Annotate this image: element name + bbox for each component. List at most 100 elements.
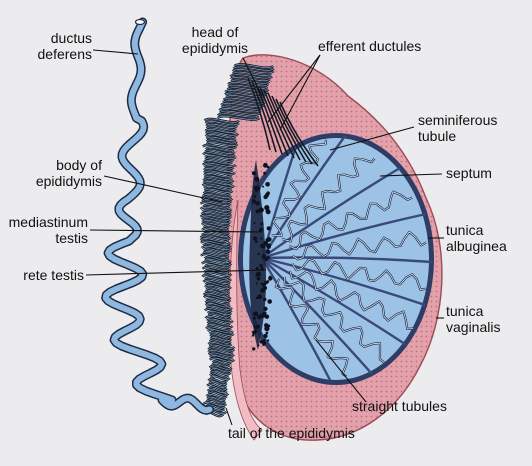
epididymis-coil-highlight [208, 352, 235, 357]
epididymis-coil-highlight [208, 342, 232, 347]
epididymis-coil-highlight [203, 248, 231, 253]
septum-line [260, 257, 332, 381]
epididymis-coil-highlight [204, 165, 234, 170]
rete-dot [255, 274, 258, 277]
rete-dot [253, 186, 256, 189]
epididymis-coil-highlight [203, 292, 229, 297]
rete-dot [258, 229, 262, 232]
epididymis-coil-highlight [201, 212, 232, 217]
label-straight-tubules: straight tubules [352, 398, 447, 414]
epididymis-coil-highlight [202, 266, 230, 271]
rete-dot [260, 282, 263, 285]
septum-line [261, 256, 409, 348]
epididymis-coil-highlight [203, 251, 229, 256]
epididymis-coil-highlight [205, 121, 240, 126]
ductus-deferens-cut-end [134, 18, 146, 26]
leader-efferent-ductules-1 [267, 54, 321, 123]
epididymis-coil-highlight [200, 240, 231, 245]
epididymis-coil-highlight [205, 131, 239, 136]
epididymis-coil-highlight [205, 134, 236, 139]
epididymis-coil-highlight [206, 139, 238, 144]
epididymis-coil-highlight [207, 347, 235, 352]
leader-ductus-deferens [92, 49, 139, 55]
leader-efferent-ductules-2 [279, 54, 321, 131]
rete-dot [262, 185, 265, 188]
rete-dot [267, 339, 270, 342]
epididymis-coil-highlight [208, 391, 229, 396]
epididymis-coil-highlight [207, 349, 233, 355]
rete-dot [263, 297, 267, 302]
efferent-ductule [271, 95, 307, 163]
label-tunica-albuginea: tunica albuginea [446, 222, 507, 254]
epididymis-coil-highlight [206, 305, 233, 310]
epididymis-coil-highlight [206, 399, 226, 404]
rete-dot [263, 306, 268, 311]
epididymis-coil-highlight [206, 394, 228, 399]
epididymis-coil-highlight [206, 287, 229, 292]
epididymis-coil-highlight [209, 339, 232, 344]
epididymis-coil-highlight [202, 243, 231, 248]
epididymis-coil-highlight [203, 180, 233, 186]
leader-body-of-epididymis [103, 175, 223, 203]
epididymis [199, 63, 319, 418]
epididymis-coil-highlight [205, 123, 238, 128]
epididymis-coil-highlight [219, 110, 261, 115]
epididymis-coil-highlight [232, 69, 274, 74]
leader-tail-of-epididymis [225, 407, 233, 426]
epididymis-coil-highlight [203, 173, 232, 178]
epididymis-coil-highlight [204, 256, 229, 261]
rete-dot [264, 257, 268, 262]
rete-dot [252, 330, 257, 335]
rete-dot [254, 240, 258, 243]
rete-dot [263, 162, 268, 168]
rete-dot [267, 299, 273, 304]
seminiferous-tubule-lumen [291, 259, 426, 291]
epididymis-coil-highlight [200, 253, 229, 258]
epididymis-coil-highlight [202, 162, 236, 167]
epididymis-coil-highlight [202, 183, 235, 188]
epididymis-coil-highlight [212, 360, 231, 365]
epididymis-coil-highlight [205, 303, 231, 308]
rete-dot [260, 288, 266, 293]
epididymis-coil-highlight [209, 386, 228, 391]
efferent-ductule [251, 80, 277, 153]
epididymis-coil-highlight [201, 222, 230, 227]
septum-line [261, 212, 427, 260]
epididymis-coil-highlight [203, 279, 231, 284]
seminiferous-tubule-lumen [291, 231, 427, 260]
rete-dot [265, 331, 269, 335]
epididymis-coil-highlight [211, 362, 231, 368]
label-mediastinum-testis: mediastinum testis [8, 214, 88, 246]
rete-dot [259, 264, 264, 268]
rete-dot [252, 347, 256, 351]
rete-dot [255, 267, 259, 270]
rete-testis-network [251, 162, 273, 351]
epididymis-coil-highlight [204, 277, 232, 282]
epididymis-coil-highlight [205, 316, 232, 321]
label-efferent-ductules: efferent ductules [318, 38, 422, 54]
leader-seminiferous-tubule [329, 126, 415, 151]
rete-dot [267, 245, 271, 249]
epididymis-coil-highlight [204, 271, 232, 277]
epididymis-coil-highlight [206, 318, 234, 323]
epididymis-coil-highlight [205, 290, 230, 295]
epididymis-coil-highlight [209, 344, 235, 349]
testis-lobules [260, 135, 432, 381]
epididymis-coil-highlight [228, 84, 268, 89]
rete-dot [255, 282, 258, 285]
epididymis-coil-highlight [203, 295, 231, 300]
rete-dot [267, 324, 271, 328]
epididymis-coil-highlight [209, 365, 232, 370]
epididymis-coil-highlight [232, 71, 272, 76]
ductus-deferens [101, 17, 214, 415]
seminiferous-tubule-lumen [271, 139, 327, 237]
epididymis-coil-highlight [227, 82, 269, 87]
epididymis-coil-highlight [222, 100, 266, 105]
epididymis-coil-highlight [204, 264, 230, 269]
rete-dot [251, 171, 256, 176]
epididymis-coil-highlight [227, 87, 269, 92]
epididymis-coil-highlight [209, 355, 233, 360]
rete-dot [262, 339, 266, 342]
epididymis-coil-highlight [205, 128, 236, 134]
